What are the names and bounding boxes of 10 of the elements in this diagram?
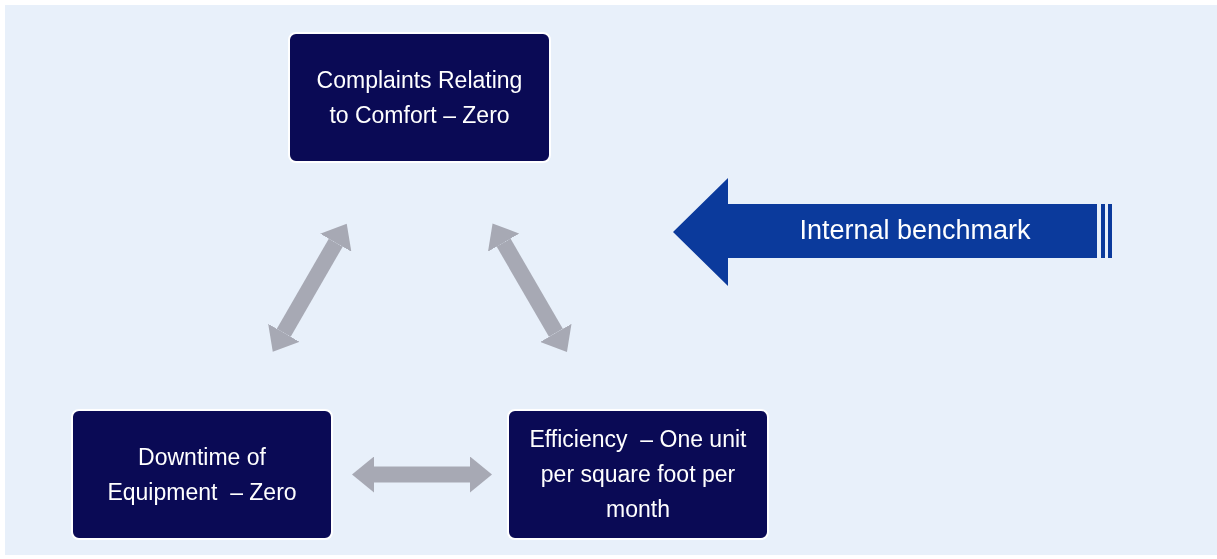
process-box [288,32,551,163]
double-arrow [268,223,352,352]
box-label: Downtime of Equipment – Zero [106,442,298,507]
arrow-label: Internal benchmark [799,214,1031,248]
double-arrow [352,456,492,493]
box-label: Efficiency – One unit per square foot per month [528,425,748,524]
double-arrow [488,223,572,352]
box-label: Complaints Relating to Comfort – Zero [315,65,524,130]
process-box [507,409,769,540]
process-box [71,409,333,540]
